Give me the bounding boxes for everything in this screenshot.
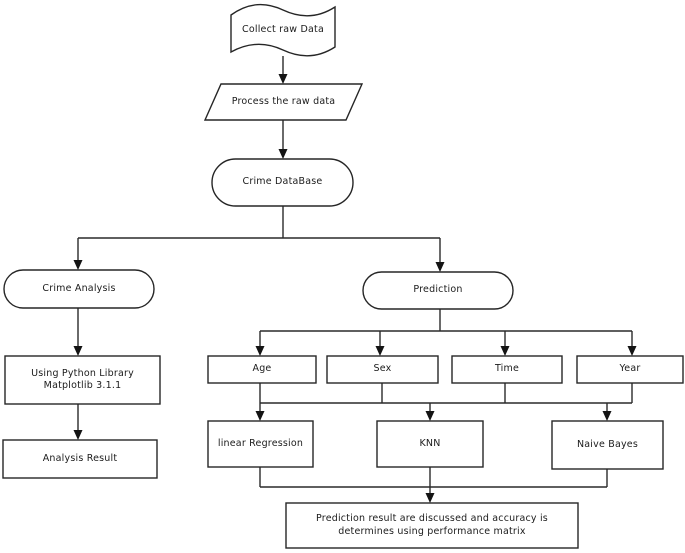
arrowhead xyxy=(278,149,288,159)
node-year-shape xyxy=(576,355,684,384)
arrowhead xyxy=(73,346,83,356)
arrowhead xyxy=(278,74,288,84)
node-crime-analysis-shape xyxy=(3,269,155,309)
node-naive-bayes-shape xyxy=(551,420,664,470)
arrowhead xyxy=(435,262,445,272)
node-age-shape xyxy=(207,355,317,384)
node-knn-shape xyxy=(376,420,484,468)
arrowhead xyxy=(73,430,83,440)
node-crime-database-shape xyxy=(211,158,354,207)
arrowhead xyxy=(425,411,435,421)
node-collect-raw-data-shape xyxy=(230,3,336,57)
arrowhead xyxy=(627,346,637,356)
arrowhead xyxy=(425,493,435,503)
node-python-library-shape xyxy=(4,355,161,405)
node-prediction-shape xyxy=(362,271,514,310)
node-process-raw-data-shape xyxy=(203,83,364,121)
arrowhead xyxy=(255,346,265,356)
connectors xyxy=(77,56,633,494)
node-sex-shape xyxy=(326,355,439,384)
arrowhead xyxy=(602,411,612,421)
arrowhead xyxy=(255,411,265,421)
node-analysis-result-shape xyxy=(2,439,158,479)
node-time-shape xyxy=(451,355,563,384)
arrowheads xyxy=(73,74,637,503)
arrowhead xyxy=(375,346,385,356)
node-conclusion-shape xyxy=(285,502,579,549)
arrowhead xyxy=(73,260,83,270)
arrowhead xyxy=(500,346,510,356)
node-linear-regression-shape xyxy=(207,420,314,468)
